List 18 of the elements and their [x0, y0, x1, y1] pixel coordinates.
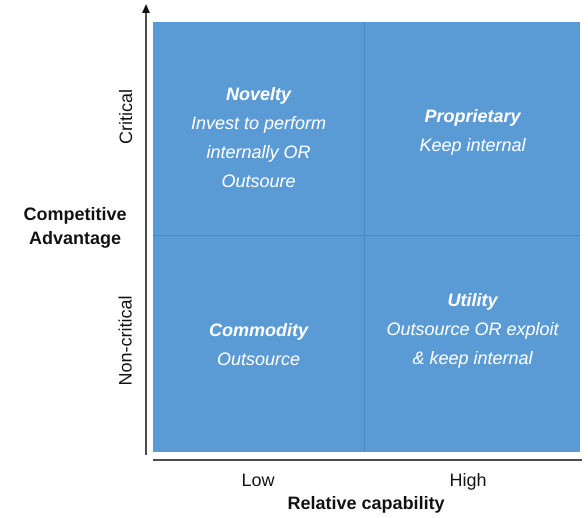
quadrant-box	[365, 22, 580, 236]
axis-title: Competitive Advantage	[22, 203, 128, 250]
quadrant-heading: Proprietary	[424, 105, 521, 128]
quadrant-description: Keep internal	[418, 134, 527, 157]
axis-tick-label: Critical	[116, 88, 136, 144]
quadrant-box	[365, 236, 580, 452]
axis-tick-label: High	[450, 470, 487, 490]
axis-title: Relative capability	[288, 492, 445, 514]
quadrant-box	[153, 236, 365, 452]
quadrant-box	[153, 22, 365, 236]
quadrant-description: Outsource OR exploit & keep internal	[385, 318, 560, 370]
quadrant-heading: Commodity	[209, 319, 308, 342]
quadrant-heading: Novelty	[226, 83, 292, 106]
quadrant-heading: Utility	[447, 289, 498, 312]
axis-tick-label: Low	[242, 470, 275, 490]
quadrant-description: Outsource	[216, 348, 302, 371]
axis-tick-label: Non-critical	[116, 294, 137, 386]
quadrant-description: Invest to perform internally OR Outsoure	[190, 112, 328, 193]
